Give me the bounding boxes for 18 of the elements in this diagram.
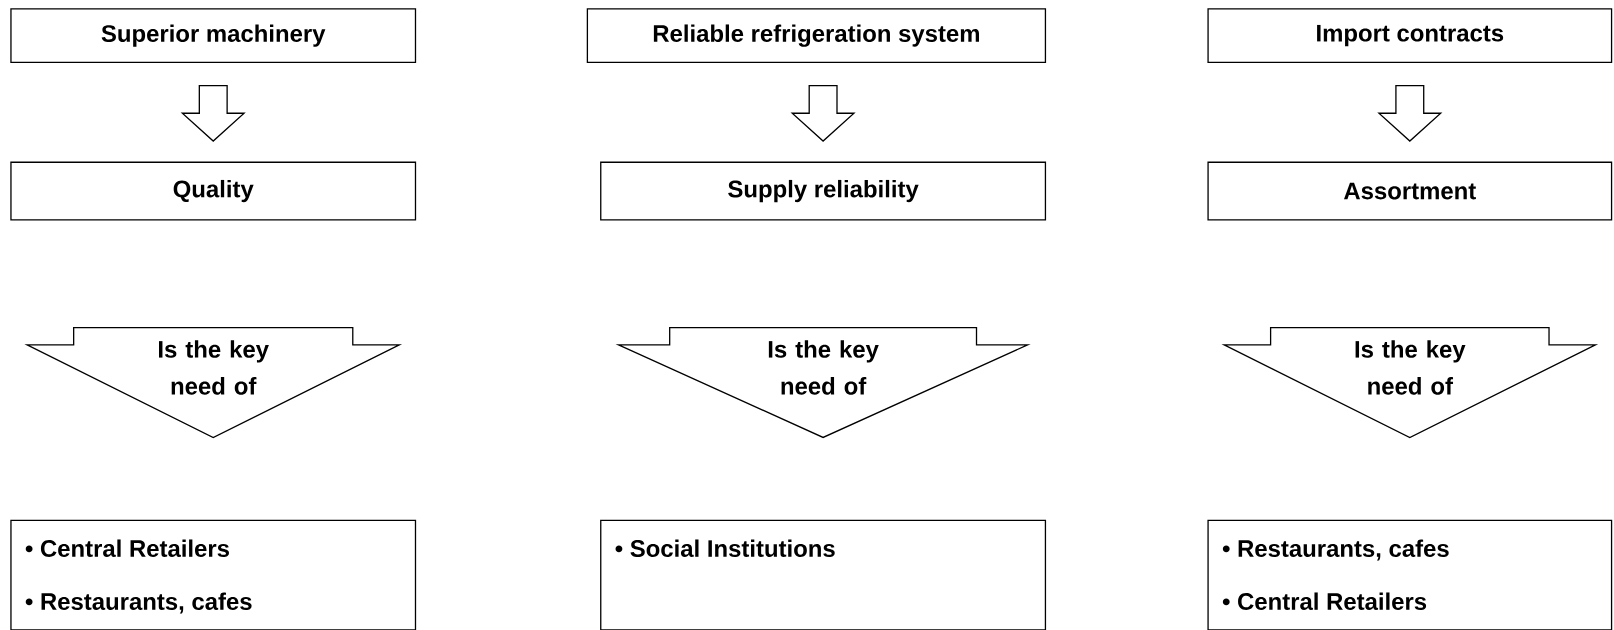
label-box: Assortment	[1207, 161, 1613, 221]
block-arrow	[180, 85, 246, 142]
block-arrow	[790, 85, 856, 142]
edge-label: Is the key need of	[768, 340, 879, 395]
block-arrow	[1221, 326, 1599, 439]
label-box: Import contracts	[1207, 8, 1613, 64]
edge-label: Is the key need of	[1355, 340, 1466, 395]
list-box: • Central Retailers • Restaurants, cafes	[10, 519, 417, 630]
list-box: • Restaurants, cafes • Central Retailers	[1207, 519, 1613, 630]
block-arrow	[24, 326, 403, 439]
label-box: Supply reliability	[600, 161, 1047, 221]
block-arrow	[615, 326, 1031, 439]
label-box: Reliable refrigeration system	[586, 8, 1047, 64]
list-box: • Social Institutions	[600, 519, 1047, 630]
label-box: Superior machinery	[10, 8, 417, 64]
block-arrow	[1377, 85, 1443, 142]
label-box: Quality	[10, 161, 417, 221]
edge-label: Is the key need of	[159, 340, 269, 395]
